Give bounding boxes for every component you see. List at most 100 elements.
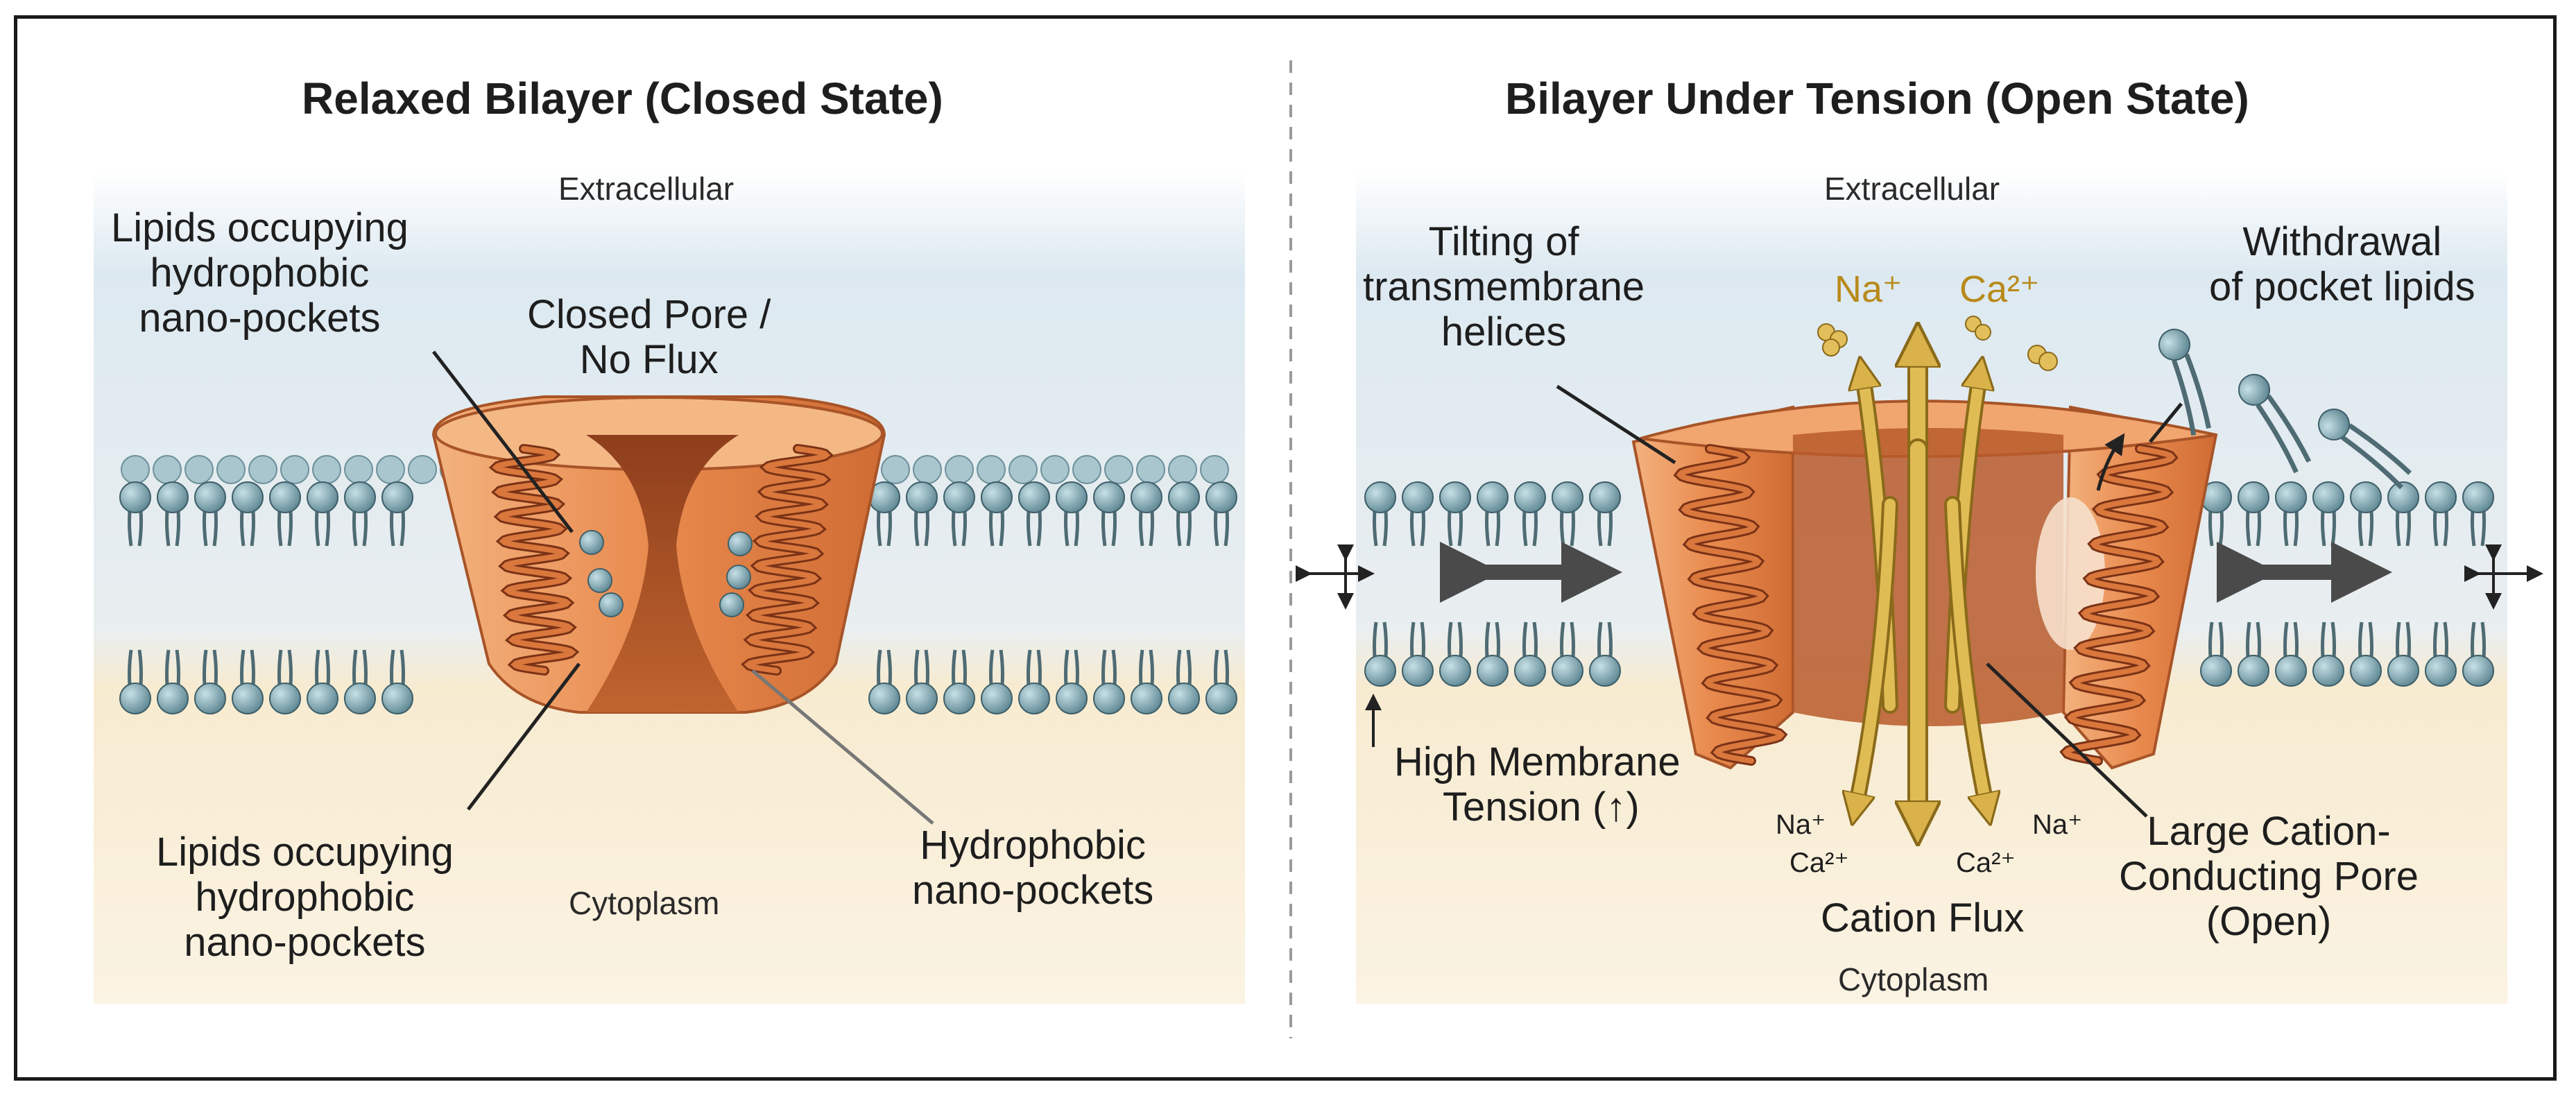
lipid [1364,621,1396,687]
lipid [2350,621,2382,687]
ion-clusters [1817,316,2058,371]
pocket-lipid-head [587,568,612,593]
withdrawn-lipid [2318,409,2412,490]
lipid [1402,621,1434,687]
closed-pore-label: Closed Pore /No Flux [527,292,771,382]
lipid [119,649,151,714]
lipid [1093,649,1125,714]
left-cytoplasm-label: Cytoplasm [569,885,720,921]
lipid-head-back [1136,455,1165,484]
right-panel-title: Bilayer Under Tension (Open State) [1505,74,2249,123]
lipid-head-back [881,455,910,484]
lipid [868,649,900,714]
lipid [1439,481,1471,547]
lipid-head-back [153,455,182,484]
lipid [2462,621,2494,687]
lipid-head-back [216,455,246,484]
lipid [1514,621,1546,687]
lipid [2425,621,2457,687]
lipid-head-back [1104,455,1133,484]
ion-ca-top: Ca²⁺ [1959,268,2040,310]
lipid [1205,649,1237,714]
lipid [981,649,1013,714]
diagram-canvas [94,60,2543,1038]
withdrawn-lipid [2158,329,2211,436]
lipid [1402,481,1434,547]
lipid [2350,481,2382,547]
lipid [381,649,413,714]
lipid-head-back [280,455,309,484]
right-cytoplasm-label: Cytoplasm [1838,961,1989,997]
lipid-head-back [1168,455,1197,484]
lipid [2275,621,2307,687]
lipid [2462,481,2494,547]
lipid [943,481,975,547]
lipid-head-back [184,455,214,484]
lipid-bilayer [119,455,2494,714]
left-extracellular-label: Extracellular [558,171,735,207]
lipid [307,481,338,547]
ion-na-bottom-right: Na⁺ [2032,809,2083,840]
lipid [232,481,264,547]
closed-pore-constriction [586,435,739,712]
flux-arrow-right-down [1947,499,1987,809]
lipid-head-back [376,455,405,484]
lipid [1168,649,1200,714]
pocket-lipid-head [726,565,751,590]
ion-particle [1822,338,1840,357]
lipid [2387,621,2419,687]
lipid [194,481,226,547]
lipid-head-back [913,455,942,484]
tilted-left-helix [1673,444,1788,766]
lipid [906,481,938,547]
ion-particle [2038,352,2058,371]
lipid-head-back [977,455,1006,484]
lipid [1168,481,1200,547]
leader-withdrawal [2149,402,2183,443]
ion-particle [1975,324,1991,341]
ion-na-top: Na⁺ [1835,268,1903,310]
flux-arrow-left-down [1855,499,1896,809]
lipid [1056,481,1088,547]
lipid [2200,621,2232,687]
withdrawn-lipid [2238,374,2312,474]
figure-frame: Relaxed Bilayer (Closed State) Extracell… [14,15,2557,1081]
lipid-head-back [121,455,150,484]
lipid [1205,481,1237,547]
lipid [1514,481,1546,547]
lipid [1477,621,1509,687]
pocket-lipid-head [719,592,744,617]
lipid [981,481,1013,547]
lipid [2238,481,2269,547]
lipid-head-back [1040,455,1070,484]
lipid [1589,481,1621,547]
lipid [943,649,975,714]
leader-lipids-top [432,350,574,533]
lipid [381,481,413,547]
lipid [2387,481,2419,547]
lipid-head-back [1200,455,1229,484]
lipid [868,481,900,547]
lipid [307,649,338,714]
withdrawal-arrow [2096,433,2125,491]
lipid [1131,649,1162,714]
lipid [2238,621,2269,687]
cation-flux-arrows [1855,345,1987,823]
pocket-lipid-head [599,592,624,617]
lipid [194,649,226,714]
left-helix [488,444,580,676]
lipid [157,649,189,714]
lipid [269,649,301,714]
lipid [1439,621,1471,687]
lipid [2275,481,2307,547]
pocket-lipid-head [579,530,604,555]
lipid [157,481,189,547]
lipid-head-back [1072,455,1101,484]
ion-ca-bottom-right: Ca²⁺ [1956,848,2016,878]
